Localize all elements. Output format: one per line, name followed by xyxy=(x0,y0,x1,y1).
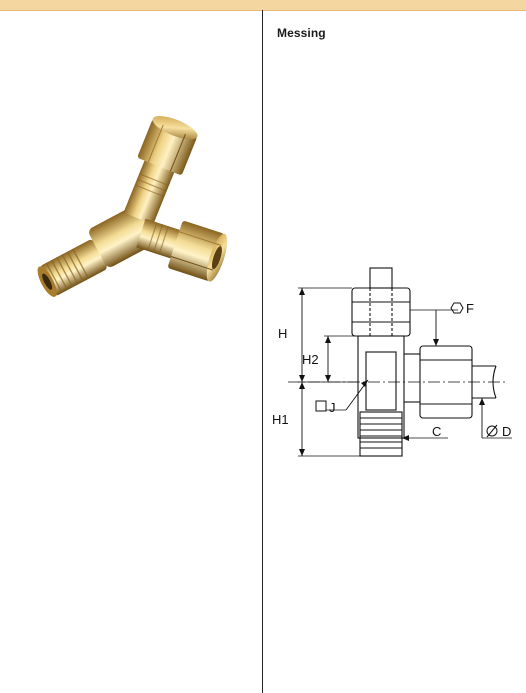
label-hex-f: F xyxy=(466,301,474,316)
technical-drawing: F H H2 H1 J C D xyxy=(272,267,512,457)
column-divider xyxy=(262,10,263,693)
header-band xyxy=(0,0,526,11)
label-c: C xyxy=(432,424,441,439)
label-h1: H1 xyxy=(272,412,289,427)
label-square-j: J xyxy=(329,400,336,415)
label-h2: H2 xyxy=(302,352,319,367)
label-dia-d: D xyxy=(502,424,511,439)
material-label: Messing xyxy=(277,26,326,40)
label-h: H xyxy=(278,326,287,341)
brass-tee-fitting-photo xyxy=(37,116,228,297)
